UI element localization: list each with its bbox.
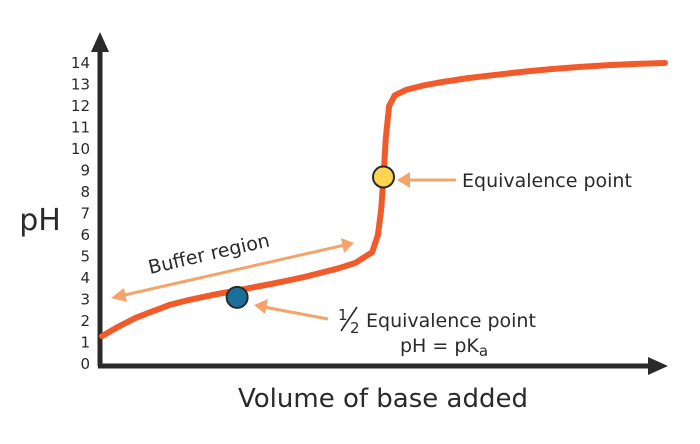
y-tick-label: 12	[71, 97, 90, 115]
half-fraction-numerator: 1	[338, 306, 348, 324]
y-tick-label: 9	[80, 162, 90, 180]
half-equivalence-label: Equivalence point	[366, 310, 536, 332]
y-tick-label: 7	[80, 205, 90, 223]
y-tick-label: 13	[71, 76, 90, 94]
half-equivalence-arrow	[254, 299, 329, 321]
buffer-region-arrow	[111, 238, 354, 302]
y-tick-label: 4	[80, 269, 90, 287]
half-fraction-slash	[340, 306, 358, 332]
buffer-region-label: Buffer region	[146, 230, 272, 279]
pka-label-prefix: pH = pK	[400, 335, 479, 357]
y-tick-label: 14	[71, 54, 90, 72]
y-tick-label: 10	[71, 140, 90, 158]
pka-label-subscript: a	[479, 342, 488, 360]
x-axis-arrowhead	[648, 357, 668, 375]
equivalence-label: Equivalence point	[462, 170, 632, 192]
y-tick-label: 11	[71, 119, 90, 137]
y-tick-label: 3	[80, 291, 90, 309]
x-axis-label: Volume of base added	[238, 384, 528, 414]
y-tick-label: 8	[80, 183, 90, 201]
y-tick-label: 2	[80, 312, 90, 330]
half-equivalence-point-marker	[225, 285, 249, 309]
y-tick-label: 5	[80, 248, 90, 266]
equivalence-point-marker	[372, 165, 395, 189]
y-axis-arrowhead	[91, 32, 109, 52]
y-tick-label: 6	[80, 226, 90, 244]
titration-curve	[99, 60, 668, 340]
y-tick-label: 1	[80, 334, 90, 352]
pka-label: pH = pKa	[400, 335, 488, 360]
y-tick-label: 0	[80, 355, 90, 373]
equivalence-arrow	[397, 172, 456, 188]
half-fraction-denominator: 2	[350, 319, 360, 337]
y-axis-label: pH	[19, 203, 61, 238]
